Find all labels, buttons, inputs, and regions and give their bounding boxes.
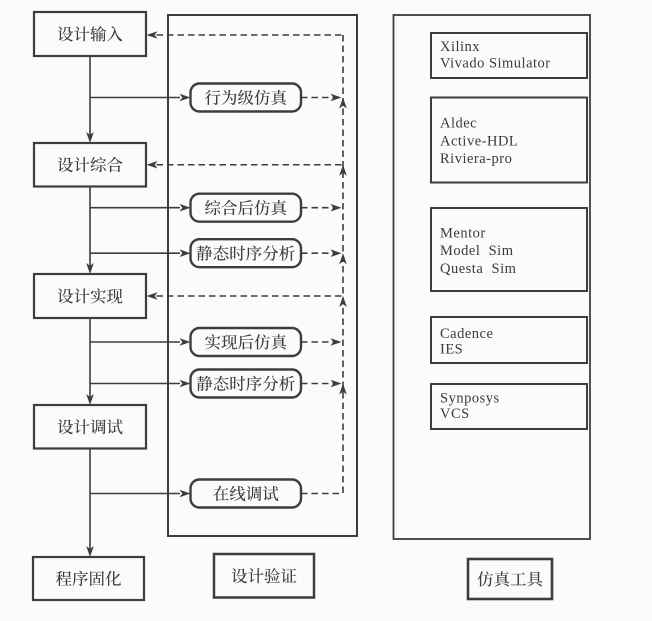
svg-text:Aldec: Aldec [440, 115, 477, 131]
svg-text:Cadence: Cadence [440, 326, 493, 342]
svg-text:Xilinx: Xilinx [440, 39, 480, 55]
svg-text:Active-HDL: Active-HDL [440, 133, 518, 149]
svg-text:Model Sim: Model Sim [440, 243, 514, 259]
svg-text:IES: IES [440, 342, 463, 358]
svg-text:VCS: VCS [440, 406, 470, 422]
svg-text:Mentor: Mentor [440, 225, 486, 241]
svg-text:Vivado Simulator: Vivado Simulator [440, 56, 551, 72]
svg-text:Synposys: Synposys [440, 391, 500, 407]
svg-text:Riviera-pro: Riviera-pro [440, 151, 512, 167]
svg-text:Questa Sim: Questa Sim [440, 261, 517, 277]
